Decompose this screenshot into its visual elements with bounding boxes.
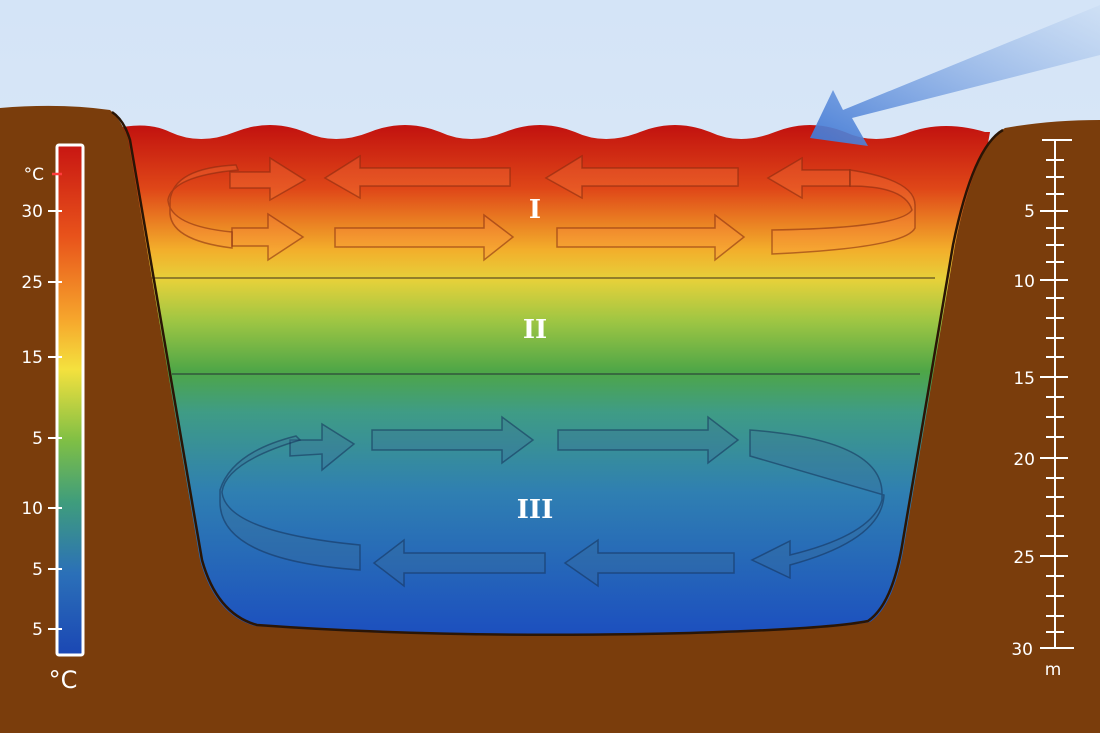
temperature-tick-label: 5 <box>32 429 43 449</box>
temperature-unit-bottom: °C <box>49 666 78 694</box>
loop-arrow-right <box>749 429 885 580</box>
temperature-unit-top: °C <box>24 165 44 185</box>
temperature-tick-label: 15 <box>21 348 43 368</box>
lake-water <box>110 125 990 640</box>
arrow-left-icon <box>766 156 851 200</box>
temperature-tick-label: 5 <box>32 620 43 640</box>
depth-tick-label: 25 <box>1013 548 1035 568</box>
zone-label-metalimnion: II <box>523 315 547 345</box>
depth-tick-label: 10 <box>1013 272 1035 292</box>
arrow-left-icon <box>323 154 511 200</box>
temperature-tick-label: 5 <box>32 560 43 580</box>
basin-outline <box>111 110 1004 637</box>
thermometer-bar <box>55 143 85 657</box>
arrow-left-icon <box>372 538 546 588</box>
epilimnion-circulation <box>167 154 916 262</box>
loop-arrow-right <box>771 169 916 255</box>
arrow-right-icon <box>229 156 307 202</box>
depth-unit: m <box>1045 660 1062 680</box>
arrow-left-icon <box>563 538 735 588</box>
arrow-right-icon <box>289 422 356 472</box>
depth-tick-label: 20 <box>1013 450 1035 470</box>
zone-label-epilimnion: I <box>529 195 541 225</box>
arrow-right-icon <box>334 213 515 262</box>
temperature-tick-label: 10 <box>21 499 43 519</box>
arrow-left-icon <box>544 154 739 200</box>
loop-arrow-left <box>219 435 361 571</box>
depth-tick-label: 30 <box>1011 640 1033 660</box>
temperature-tick-label: 25 <box>21 273 43 293</box>
depth-scale <box>1040 139 1074 649</box>
soil-ground <box>0 105 1100 733</box>
depth-tick-label: 15 <box>1013 369 1035 389</box>
temperature-ticks <box>48 210 62 630</box>
hypolimnion-circulation <box>219 415 885 588</box>
depth-tick-label: 5 <box>1024 202 1035 222</box>
arrow-right-icon <box>371 415 535 465</box>
loop-arrow-left <box>167 164 240 249</box>
arrow-right-icon <box>231 212 305 262</box>
arrow-right-icon <box>557 415 740 465</box>
zone-label-hypolimnion: III <box>517 495 554 525</box>
temperature-tick-label: 30 <box>21 202 43 222</box>
sunlight-ray-icon <box>810 5 1100 146</box>
arrow-right-icon <box>556 213 746 262</box>
temperature-scale: °C 30 25 15 5 10 5 5 °C <box>21 143 85 694</box>
